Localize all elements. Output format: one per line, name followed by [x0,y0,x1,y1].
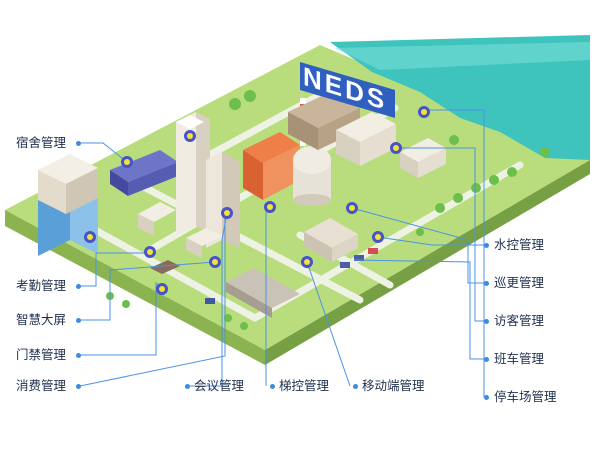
label-patrol: 巡更管理 [494,275,545,290]
label-dormitory: 宿舍管理 [16,135,67,150]
bullet-elevator [270,384,275,389]
marker-patrol [346,202,358,214]
marker-dormitory [121,156,133,168]
marker-parking [418,106,430,118]
label-parking: 停车场管理 [494,389,557,404]
marker-mobile [301,256,313,268]
cars [205,248,378,304]
bullet-patrol [484,281,489,286]
label-consumption: 消费管理 [16,378,67,393]
bullet-meeting [185,384,190,389]
bullet-smart-screen [76,318,81,323]
marker-tower [184,130,196,142]
bullet-parking [484,395,489,400]
bullet-visitor [484,319,489,324]
marker-smart-screen [209,256,221,268]
label-attendance: 考勤管理 [16,278,67,293]
label-elevator: 梯控管理 [279,378,330,393]
bullet-mobile [353,384,358,389]
label-mobile: 移动端管理 [362,378,425,393]
label-meeting: 会议管理 [194,378,245,393]
label-water-control: 水控管理 [494,237,545,252]
bullet-water-control [484,243,489,248]
label-smart-screen: 智慧大屏 [16,312,67,327]
marker-visitor [390,142,402,154]
marker-attendance [144,246,156,258]
bullet-access-control [76,353,81,358]
label-access-control: 门禁管理 [16,347,67,362]
river [330,35,590,160]
marker-consumption [84,231,96,243]
marker-water-control [372,231,384,243]
marker-meeting [221,207,233,219]
bullet-dormitory [76,141,81,146]
bullet-attendance [76,284,81,289]
label-visitor: 访客管理 [494,313,545,328]
marker-elevator [264,201,276,213]
label-shuttle-bus: 班车管理 [494,351,545,366]
bullet-shuttle-bus [484,357,489,362]
trees [106,90,550,330]
markers [84,106,430,295]
bullet-consumption [76,384,81,389]
buildings [38,92,446,318]
marker-access-control [156,283,168,295]
